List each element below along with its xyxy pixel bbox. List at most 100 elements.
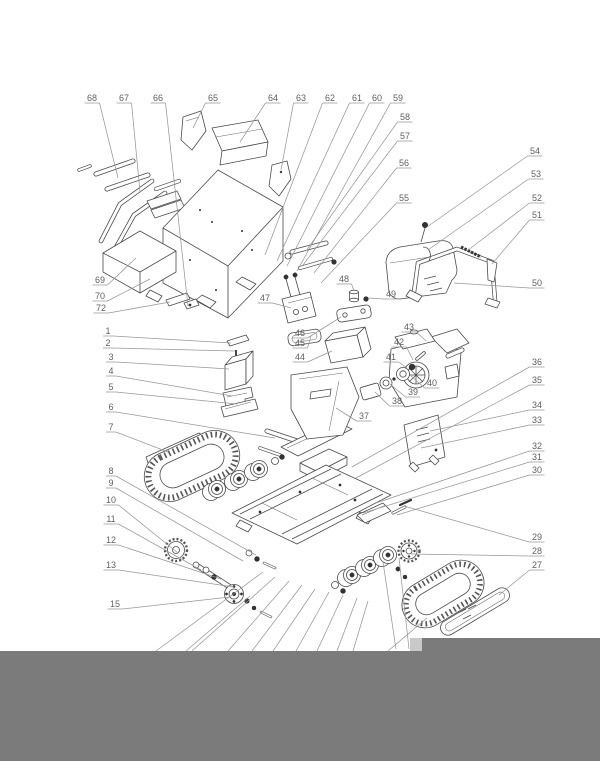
callout-leader-line <box>498 569 530 596</box>
side-plate-63-drawing <box>268 160 292 197</box>
part-callout-47: 47 <box>257 293 292 309</box>
callout-leader-line <box>406 346 414 361</box>
part-number-label: 38 <box>392 396 402 406</box>
part-callout-4: 4 <box>106 366 233 397</box>
left-track-drawing <box>143 430 241 502</box>
cutoff-leader-line <box>382 561 397 650</box>
strip-72-drawing <box>165 292 191 307</box>
callout-leader-line <box>351 283 355 292</box>
part-number-label: 61 <box>352 93 362 103</box>
callout-leader-line <box>466 202 530 252</box>
battery-3-drawing <box>224 350 254 391</box>
part-callout-68: 68 <box>84 93 119 179</box>
callout-leader-line <box>115 475 257 556</box>
part-callout-59: 59 <box>296 93 406 272</box>
callout-leader-line <box>320 202 397 284</box>
callout-leader-line <box>115 431 169 453</box>
part-callout-63: 63 <box>280 93 309 171</box>
part-callout-48: 48 <box>336 274 355 292</box>
chassis-frame-drawing <box>231 420 392 545</box>
cutoff-leader-line <box>272 588 316 652</box>
part-callout-51: 51 <box>491 210 545 265</box>
callout-leader-line <box>335 407 357 422</box>
part-callout-43: 43 <box>401 322 427 342</box>
gray-footer-light-patch <box>410 638 422 651</box>
part-callout-10: 10 <box>103 495 179 554</box>
dump-scoop-drawing <box>102 230 177 303</box>
lift-cylinder-parts-drawing <box>284 240 337 270</box>
hook-53-drawing <box>422 246 431 262</box>
callout-leader-line <box>307 316 342 339</box>
callout-leader-line <box>416 331 427 342</box>
part-number-label: 9 <box>108 478 113 488</box>
part-callout-66: 66 <box>150 93 189 307</box>
gray-footer-block <box>422 638 600 761</box>
part-number-label: 29 <box>532 532 542 542</box>
part-callout-30: 30 <box>396 465 545 516</box>
part-callout-9: 9 <box>106 478 244 562</box>
part-number-label: 44 <box>295 352 305 362</box>
part-callout-60: 60 <box>286 93 385 267</box>
part-callout-39: 39 <box>389 383 421 398</box>
part-number-label: 51 <box>532 210 542 220</box>
callout-leader-line <box>286 102 370 267</box>
callout-leader-line <box>115 361 230 370</box>
part-number-label: 3 <box>108 352 113 362</box>
part-number-label: 43 <box>404 322 414 332</box>
part-callout-61: 61 <box>276 93 365 262</box>
part-callout-72: 72 <box>93 301 171 314</box>
callout-leader-line <box>112 347 236 352</box>
right-sprocket-drawing <box>397 539 421 563</box>
part-callout-38: 38 <box>374 391 405 407</box>
cutoff-leader-line <box>387 617 428 652</box>
part-callout-11: 11 <box>103 514 202 571</box>
callout-leader-line <box>409 374 425 389</box>
part-callout-69: 69 <box>92 257 137 286</box>
part-number-label: 53 <box>531 169 541 179</box>
cutoff-leader-line <box>352 600 369 652</box>
callout-leader-line <box>280 102 294 171</box>
part-number-label: 2 <box>105 338 110 348</box>
tie-rod-6-drawing <box>258 428 300 457</box>
part-callout-35: 35 <box>355 375 545 479</box>
cutoff-leader-lines <box>155 557 428 652</box>
axle-13-drawing <box>192 561 233 590</box>
callout-leader-line <box>398 361 408 369</box>
rear-panel-64-drawing <box>211 119 269 166</box>
callout-leader-line <box>122 596 231 610</box>
callout-leader-line <box>165 102 189 307</box>
part-callout-28: 28 <box>410 546 545 557</box>
part-number-label: 63 <box>296 93 306 103</box>
callout-leader-line <box>367 297 384 300</box>
part-callout-53: 53 <box>427 169 544 251</box>
part-number-label: 4 <box>108 366 113 376</box>
callout-leader-line <box>118 544 222 580</box>
callout-leader-line <box>453 282 530 289</box>
part-number-label: 36 <box>532 357 542 367</box>
part-callout-37: 37 <box>335 407 372 422</box>
part-callout-58: 58 <box>305 112 413 252</box>
part-number-label: 57 <box>400 131 410 141</box>
cutoff-leader-line <box>398 557 410 650</box>
part-number-label: 7 <box>108 422 113 432</box>
handle-frame-drawing <box>405 246 501 309</box>
callout-leader-line <box>426 155 528 228</box>
callout-leader-line <box>276 102 350 262</box>
vent-panel-33-34-drawing <box>403 414 446 473</box>
callout-leader-line <box>429 409 530 432</box>
cutoff-leader-line <box>191 576 276 652</box>
discharge-chute-37-drawing <box>290 366 360 440</box>
callout-leader-line <box>118 569 235 588</box>
part-callout-13: 13 <box>103 560 235 588</box>
part-number-label: 60 <box>372 93 382 103</box>
callout-leader-line <box>403 505 530 543</box>
part-number-label: 59 <box>393 93 403 103</box>
part-number-label: 10 <box>106 495 116 505</box>
engine-43-drawing <box>388 328 470 408</box>
part-callout-8: 8 <box>106 466 257 556</box>
part-number-label: 42 <box>394 337 404 347</box>
part-number-label: 35 <box>532 375 542 385</box>
part-number-label: 1 <box>105 326 110 336</box>
side-plate-65-drawing <box>180 110 207 151</box>
